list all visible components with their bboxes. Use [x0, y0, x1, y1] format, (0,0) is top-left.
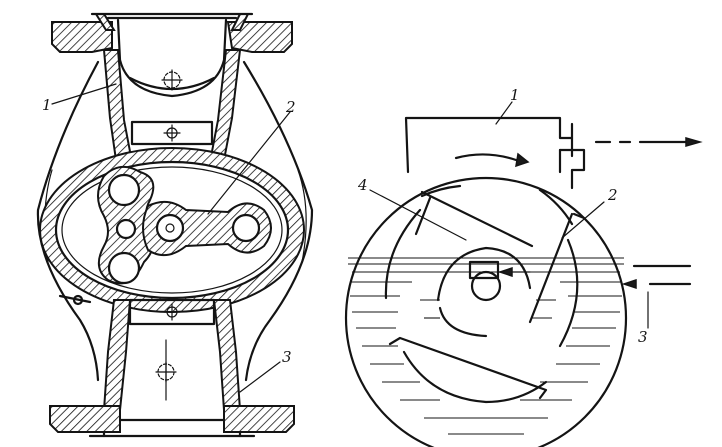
right-callout-4: 4: [357, 176, 368, 194]
right-callout-2: 2: [607, 186, 618, 204]
liquid-ring: [348, 257, 624, 435]
upper-port-block: [130, 120, 214, 146]
right-callout-1: 1: [510, 86, 520, 104]
right-callout-3: 3: [638, 328, 648, 346]
bottom-flange: [49, 405, 295, 438]
left-callout-1: 1: [42, 96, 52, 114]
water-inlet-arrow: [621, 264, 692, 329]
liquid-ring-pump-schematic: 1 2 3 4: [344, 86, 703, 447]
pump-casing: [404, 116, 574, 174]
discharge-arrow: [594, 137, 703, 147]
left-callout-3: 3: [282, 348, 292, 366]
rotor-with-blades: [384, 184, 586, 404]
rotary-pump-cross-section: 1 2 3: [36, 12, 314, 438]
right-rotor: [142, 200, 272, 257]
left-callout-2: 2: [285, 98, 296, 116]
top-flange: [51, 12, 293, 53]
rotation-arrow: [454, 153, 518, 162]
outlet-nozzle: [102, 299, 242, 411]
